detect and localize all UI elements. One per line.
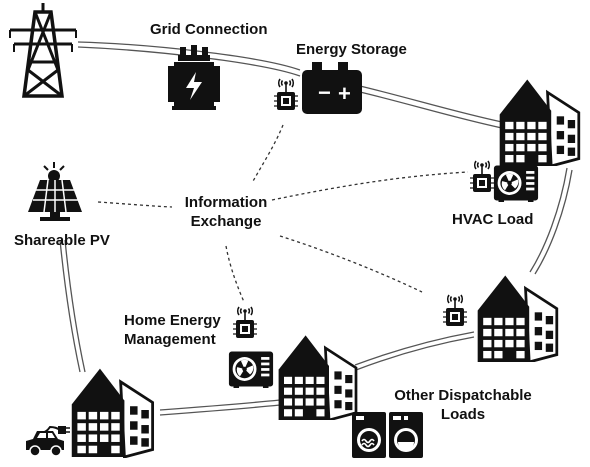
information-exchange-label: Information Exchange	[170, 193, 282, 231]
transformer-icon	[168, 45, 220, 110]
smart-controller-icon	[470, 160, 494, 193]
dryer-icon	[389, 412, 423, 458]
shareable-pv-label: Shareable PV	[14, 232, 110, 249]
power-lines	[59, 41, 573, 416]
power-tower-icon	[9, 3, 77, 98]
smart-controller-icon	[274, 78, 298, 111]
home-energy-management-line2: Management	[124, 331, 216, 348]
home-energy-management-line1: Home Energy	[124, 312, 221, 329]
other-dispatchable-loads-line2: Loads	[440, 406, 486, 423]
information-links	[97, 124, 469, 303]
other-dispatchable-loads-line1: Other Dispatchable	[394, 387, 532, 404]
building-icon	[476, 274, 559, 362]
home-energy-management-label: Home Energy Management	[124, 311, 221, 349]
battery-minus-sign: −	[318, 80, 331, 105]
building-icon	[277, 334, 358, 420]
smart-controller-icon	[233, 306, 257, 339]
other-dispatchable-loads-label: Other Dispatchable Loads	[378, 386, 548, 424]
hvac-load-label: HVAC Load	[452, 211, 534, 228]
building-icon	[70, 367, 155, 458]
information-exchange-line1: Information	[184, 194, 268, 211]
energy-storage-label: Energy Storage	[296, 41, 407, 58]
information-exchange-line2: Exchange	[190, 213, 262, 230]
building-icon	[498, 78, 581, 166]
smart-controller-icon	[443, 294, 467, 327]
electric-car-icon	[26, 425, 70, 457]
solar-panel-icon	[28, 162, 82, 221]
hvac-unit-icon	[493, 165, 539, 202]
grid-connection-label: Grid Connection	[150, 21, 268, 38]
hvac-unit-icon	[228, 351, 274, 388]
washing-machine-icon	[352, 412, 386, 458]
battery-icon: − +	[302, 62, 362, 114]
battery-plus-sign: +	[338, 81, 351, 106]
